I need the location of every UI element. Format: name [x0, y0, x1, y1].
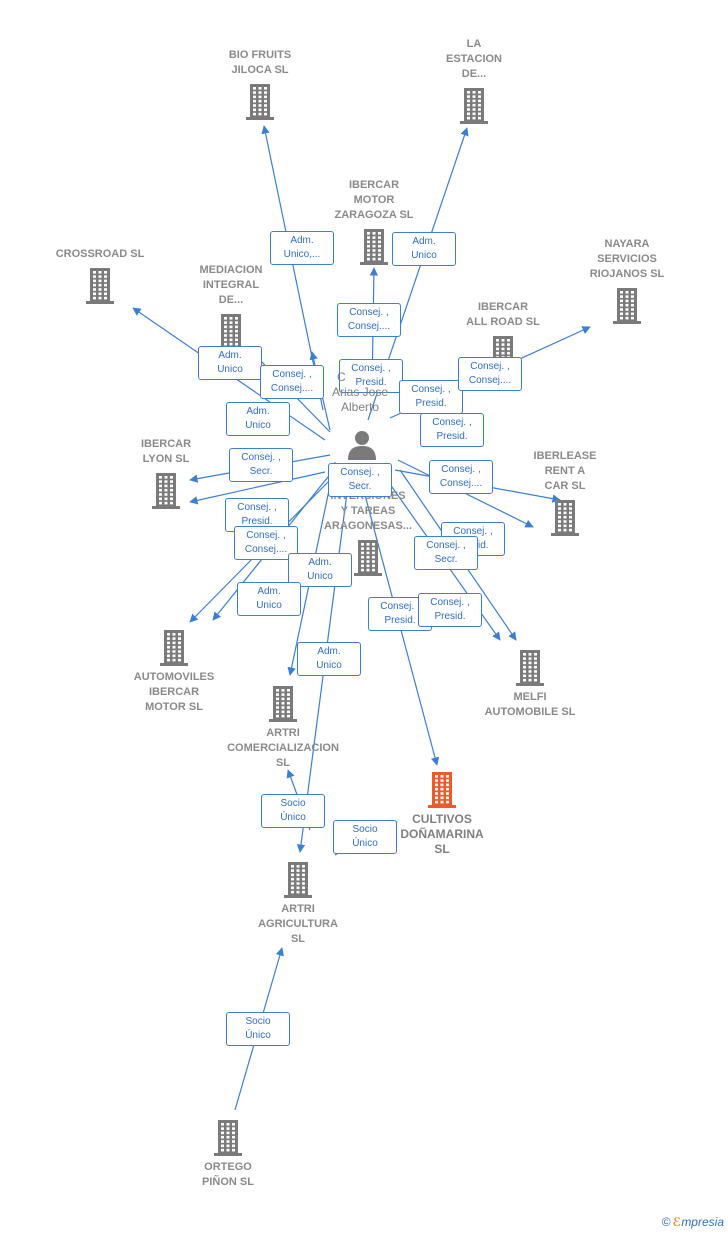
building-icon [428, 772, 456, 808]
edge-label[interactable]: Consej. , Consej.... [260, 365, 324, 399]
building-icon [360, 229, 388, 265]
node-allroad[interactable]: IBERCAR ALL ROAD SL [443, 300, 563, 330]
building-icon [269, 686, 297, 722]
edge-label[interactable]: Adm. Unico,... [270, 231, 334, 265]
edge-line [189, 471, 326, 505]
edge-label[interactable]: Consej. , Consej.... [234, 526, 298, 560]
node-ibercar_motor[interactable]: IBERCAR MOTOR ZARAGOZA SL [314, 178, 434, 223]
node-estacion[interactable]: LA ESTACION DE... [414, 37, 534, 82]
edge-label[interactable]: Consej. , Consej.... [429, 460, 493, 494]
edge-label[interactable]: Consej. , Presid. [339, 359, 403, 393]
node-label: NAYARA SERVICIOS RIOJANOS SL [589, 238, 665, 280]
edge-line [261, 125, 324, 411]
node-artri_com[interactable]: ARTRI COMERCIALIZACION SL [223, 726, 343, 771]
node-label: BIO FRUITS JILOCA SL [228, 49, 292, 76]
node-artri_agr[interactable]: ARTRI AGRICULTURA SL [238, 902, 358, 947]
node-bio[interactable]: BIO FRUITS JILOCA SL [200, 48, 320, 78]
edge-label[interactable]: Consej. , Secr. [328, 463, 392, 497]
edge-label[interactable]: Adm. Unico [288, 553, 352, 587]
edge-label[interactable]: Socio Único [226, 1012, 290, 1046]
building-icon [152, 473, 180, 509]
node-automoviles[interactable]: AUTOMOVILES IBERCAR MOTOR SL [114, 670, 234, 715]
building-icon [354, 540, 382, 576]
brand-logo[interactable]: ©ℰmpresia [662, 1215, 724, 1229]
node-label: IBERLEASE RENT A CAR SL [533, 450, 597, 492]
edge-label[interactable]: Consej. , Consej.... [458, 357, 522, 391]
node-label: ARTRI AGRICULTURA SL [258, 903, 338, 945]
building-icon [284, 862, 312, 898]
person-node[interactable]: Arias Jose Alberto [300, 385, 420, 415]
node-crossroad[interactable]: CROSSROAD SL [40, 247, 160, 262]
edge-label[interactable]: Adm. Unico [226, 402, 290, 436]
building-icon [516, 650, 544, 686]
node-lyon[interactable]: IBERCAR LYON SL [106, 437, 226, 467]
building-icon [246, 84, 274, 120]
brand-text: mpresia [681, 1215, 724, 1229]
edge-label[interactable]: Adm. Unico [237, 582, 301, 616]
building-icon [551, 500, 579, 536]
edge-label[interactable]: Consej. , Presid. [420, 413, 484, 447]
node-label: CROSSROAD SL [55, 248, 145, 260]
edge-label[interactable]: Consej. , Secr. [414, 536, 478, 570]
edge-label[interactable]: Socio Único [261, 794, 325, 828]
edge-label[interactable]: Adm. Unico [392, 232, 456, 266]
node-melfi[interactable]: MELFI AUTOMOBILE SL [470, 690, 590, 720]
node-nayara[interactable]: NAYARA SERVICIOS RIOJANOS SL [567, 237, 687, 282]
node-label: AUTOMOVILES IBERCAR MOTOR SL [133, 671, 215, 713]
node-label: IBERCAR MOTOR ZARAGOZA SL [334, 179, 414, 221]
node-ortego[interactable]: ORTEGO PIÑON SL [168, 1160, 288, 1190]
node-label: LA ESTACION DE... [445, 38, 503, 80]
person-icon[interactable] [340, 430, 384, 460]
node-label: CULTIVOS DOÑAMARINA SL [400, 812, 484, 856]
building-icon [160, 630, 188, 666]
node-label: MELFI AUTOMOBILE SL [484, 691, 576, 718]
node-mediacion[interactable]: MEDIACION INTEGRAL DE... [171, 263, 291, 308]
node-iberlease[interactable]: IBERLEASE RENT A CAR SL [505, 449, 625, 494]
node-label: ARTRI COMERCIALIZACION SL [227, 727, 339, 769]
node-label: ORTEGO PIÑON SL [202, 1161, 254, 1188]
building-icon [214, 1120, 242, 1156]
node-label: IBERCAR ALL ROAD SL [466, 301, 540, 328]
edge-label[interactable]: Adm. Unico [198, 346, 262, 380]
edge-label[interactable]: Consej. , Presid. [418, 593, 482, 627]
building-icon [613, 288, 641, 324]
node-label: IBERCAR LYON SL [140, 438, 192, 465]
edge-label[interactable]: Adm. Unico [297, 642, 361, 676]
person-prefix: C [337, 370, 346, 384]
building-icon [460, 88, 488, 124]
person-name: Arias Jose Alberto [331, 385, 389, 414]
building-icon [86, 268, 114, 304]
building-icon [217, 314, 245, 350]
copyright-icon: © [661, 1215, 671, 1229]
edge-label[interactable]: Consej. , Consej.... [337, 303, 401, 337]
brand-e: ℰ [672, 1215, 682, 1229]
node-label: MEDIACION INTEGRAL DE... [199, 264, 263, 306]
node-cultivos[interactable]: CULTIVOS DOÑAMARINA SL [382, 812, 502, 857]
edge-label[interactable]: Consej. , Secr. [229, 448, 293, 482]
edge-label[interactable]: Socio Único [333, 820, 397, 854]
